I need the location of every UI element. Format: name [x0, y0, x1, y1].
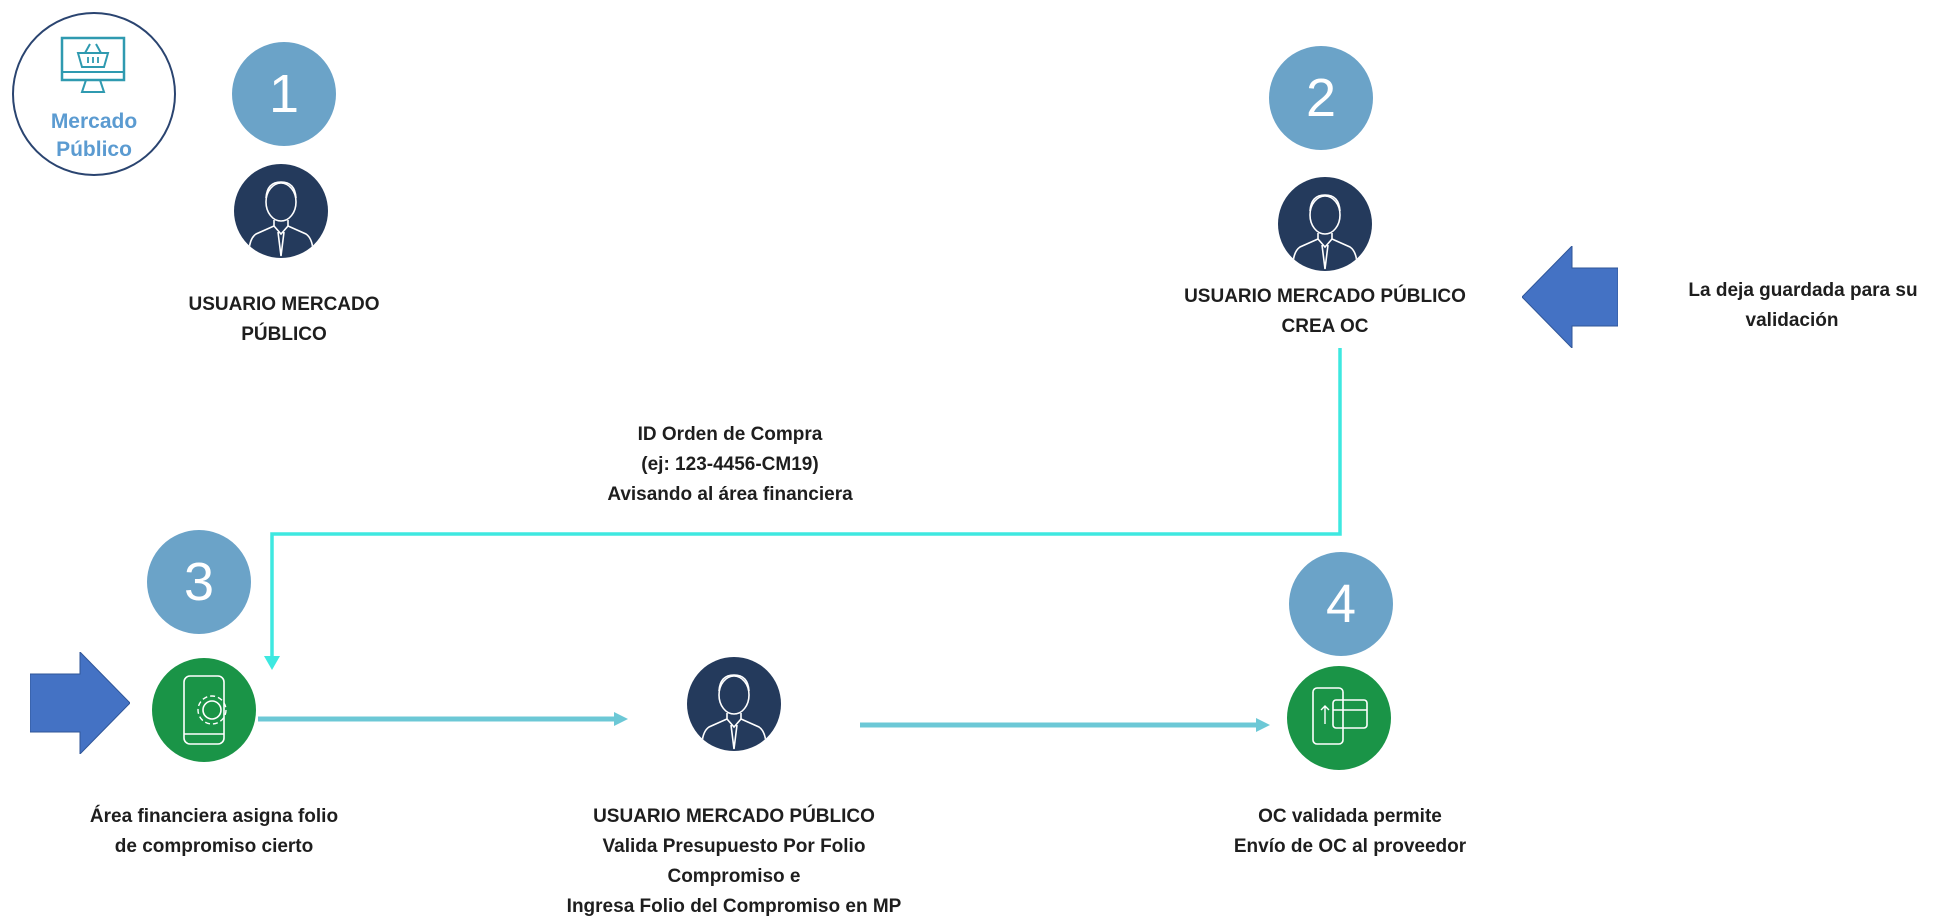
middle-step-label-line: Ingresa Folio del Compromiso en MP [566, 896, 902, 917]
step-2-label-line: CREA OC [1281, 316, 1369, 337]
blue-left-arrow-icon [1522, 246, 1618, 348]
mercado-publico-logo: Mercado Público [12, 12, 176, 176]
user-avatar-icon [234, 164, 328, 258]
step-4-label: OC validada permite Envío de OC al prove… [1190, 802, 1510, 862]
user-avatar-icon [1278, 177, 1372, 271]
connector-label-line: (ej: 123-4456-CM19) [641, 454, 819, 475]
step-3-label: Área financiera asigna folio de compromi… [44, 802, 384, 862]
step-1-label-line: USUARIO MERCADO [188, 294, 380, 315]
step-1-label-line: PÚBLICO [241, 324, 327, 345]
step-2-label-line: USUARIO MERCADO PÚBLICO [1184, 286, 1466, 307]
connector-label-line: Avisando al área financiera [607, 484, 853, 505]
connector-label: ID Orden de Compra (ej: 123-4456-CM19) A… [530, 420, 930, 510]
middle-step-label-line: Compromiso e [667, 866, 801, 887]
logo-text-line2: Público [56, 138, 132, 161]
step-3-badge: 3 [147, 530, 251, 634]
middle-step-label-line: Valida Presupuesto Por Folio [602, 836, 866, 857]
shopping-basket-monitor-icon [60, 36, 126, 93]
step-3-label-line: de compromiso cierto [114, 836, 314, 857]
phone-transfer-icon [1287, 666, 1391, 770]
step-2-badge: 2 [1269, 46, 1373, 150]
user-avatar-icon [687, 657, 781, 751]
step-1-label: USUARIO MERCADO PÚBLICO [134, 290, 434, 350]
middle-step-label-line: USUARIO MERCADO PÚBLICO [593, 806, 875, 827]
blue-right-arrow-icon [30, 652, 130, 754]
step-3-label-line: Área financiera asigna folio [89, 806, 339, 827]
step-4-label-line: OC validada permite [1258, 806, 1442, 827]
middle-step-label: USUARIO MERCADO PÚBLICO Valida Presupues… [510, 802, 958, 922]
step-1-badge: 1 [232, 42, 336, 146]
step-4-label-line: Envío de OC al proveedor [1233, 836, 1467, 857]
connector-label-line: ID Orden de Compra [637, 424, 823, 445]
logo-text-line1: Mercado [50, 110, 138, 133]
side-note-line: validación [1745, 310, 1839, 331]
step-2-label: USUARIO MERCADO PÚBLICO CREA OC [1160, 282, 1490, 342]
financial-area-phone-gear-icon [152, 658, 256, 762]
step-2-side-note: La deja guardada para su validación [1640, 276, 1944, 336]
side-note-line: La deja guardada para su [1688, 280, 1918, 301]
step-4-badge: 4 [1289, 552, 1393, 656]
